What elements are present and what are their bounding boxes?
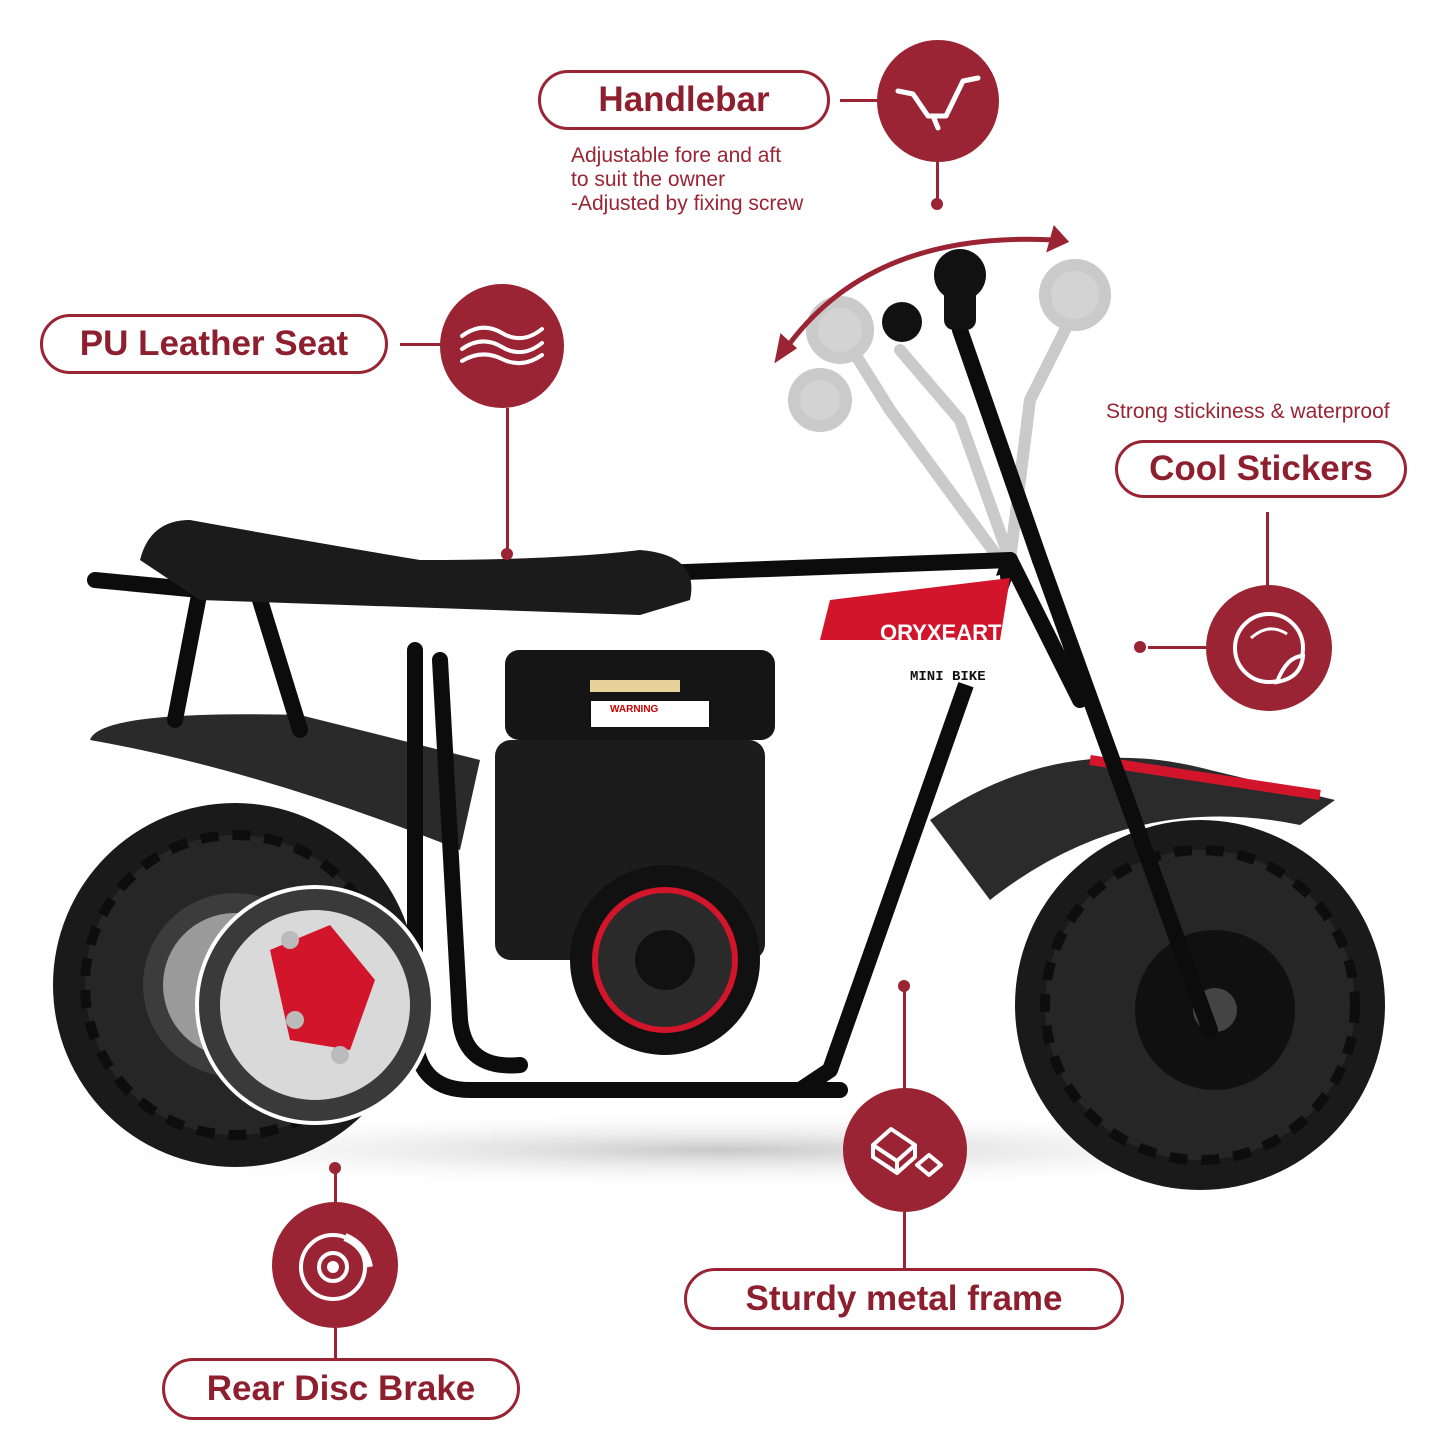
brake-title: Rear Disc Brake bbox=[206, 1369, 476, 1408]
frame-dot bbox=[898, 980, 910, 992]
seat-dot bbox=[501, 548, 513, 560]
seat-title: PU Leather Seat bbox=[79, 324, 349, 363]
handlebar-label: Handlebar bbox=[538, 70, 830, 130]
stickers-connector bbox=[1148, 646, 1206, 649]
stickers-title: Cool Stickers bbox=[1149, 449, 1373, 488]
handlebar-connector bbox=[840, 99, 882, 102]
brake-bottom-line bbox=[334, 1328, 337, 1358]
engine: WARNING bbox=[495, 650, 775, 1055]
seat-circle bbox=[440, 284, 564, 408]
handlebar-circle bbox=[877, 40, 999, 162]
handlebar-drop-line bbox=[936, 162, 939, 200]
disc-brake-icon bbox=[299, 1233, 373, 1301]
brake-top-line bbox=[334, 1172, 337, 1204]
handlebar-desc-line-1: Adjustable fore and aft bbox=[571, 144, 782, 167]
rear-fender bbox=[90, 714, 480, 850]
adjust-arc-arrow bbox=[774, 224, 1070, 364]
decal-model: MINI BIKE bbox=[910, 669, 986, 685]
leather-icon bbox=[460, 325, 544, 366]
seat-label: PU Leather Seat bbox=[40, 314, 388, 374]
sticker-icon bbox=[1233, 612, 1306, 685]
brake-zoom bbox=[195, 885, 435, 1125]
handlebar-title: Handlebar bbox=[598, 80, 770, 119]
decal-brand: ORYXEARTH bbox=[880, 620, 1017, 645]
frame-label: Sturdy metal frame bbox=[684, 1268, 1124, 1330]
seat-connector bbox=[400, 343, 442, 346]
brake-dot bbox=[329, 1162, 341, 1174]
brake-circle bbox=[272, 1202, 398, 1328]
handlebar-desc-line-2: to suit the owner bbox=[571, 168, 726, 191]
seat bbox=[140, 520, 692, 615]
stickers-label: Cool Stickers bbox=[1115, 440, 1407, 498]
frame-decal: ORYXEARTH MINI BIKE bbox=[780, 575, 1017, 700]
brake-label: Rear Disc Brake bbox=[162, 1358, 520, 1420]
frame-bottom-line bbox=[903, 1212, 906, 1268]
handlebar-dot bbox=[931, 198, 943, 210]
front-fender bbox=[930, 757, 1335, 900]
stickers-note: Strong stickiness & waterproof bbox=[1106, 400, 1390, 423]
engine-warning: WARNING bbox=[610, 704, 659, 715]
ghost-handlebars bbox=[788, 259, 1111, 566]
handlebar-grips bbox=[882, 249, 986, 342]
frame-title: Sturdy metal frame bbox=[745, 1279, 1063, 1318]
frame-top-line bbox=[903, 990, 906, 1090]
fender-stripe bbox=[1089, 755, 1321, 800]
metal-bars-icon bbox=[871, 1127, 943, 1177]
seat-drop-line bbox=[506, 408, 509, 550]
frame-circle bbox=[843, 1088, 967, 1212]
stickers-circle bbox=[1206, 585, 1332, 711]
handlebar-description: Adjustable fore and aft to suit the owne… bbox=[571, 144, 803, 216]
handlebar-icon bbox=[895, 75, 981, 131]
stickers-dot bbox=[1134, 641, 1146, 653]
handlebar-desc-line-3: -Adjusted by fixing screw bbox=[571, 192, 804, 215]
stickers-drop-line bbox=[1266, 512, 1269, 586]
